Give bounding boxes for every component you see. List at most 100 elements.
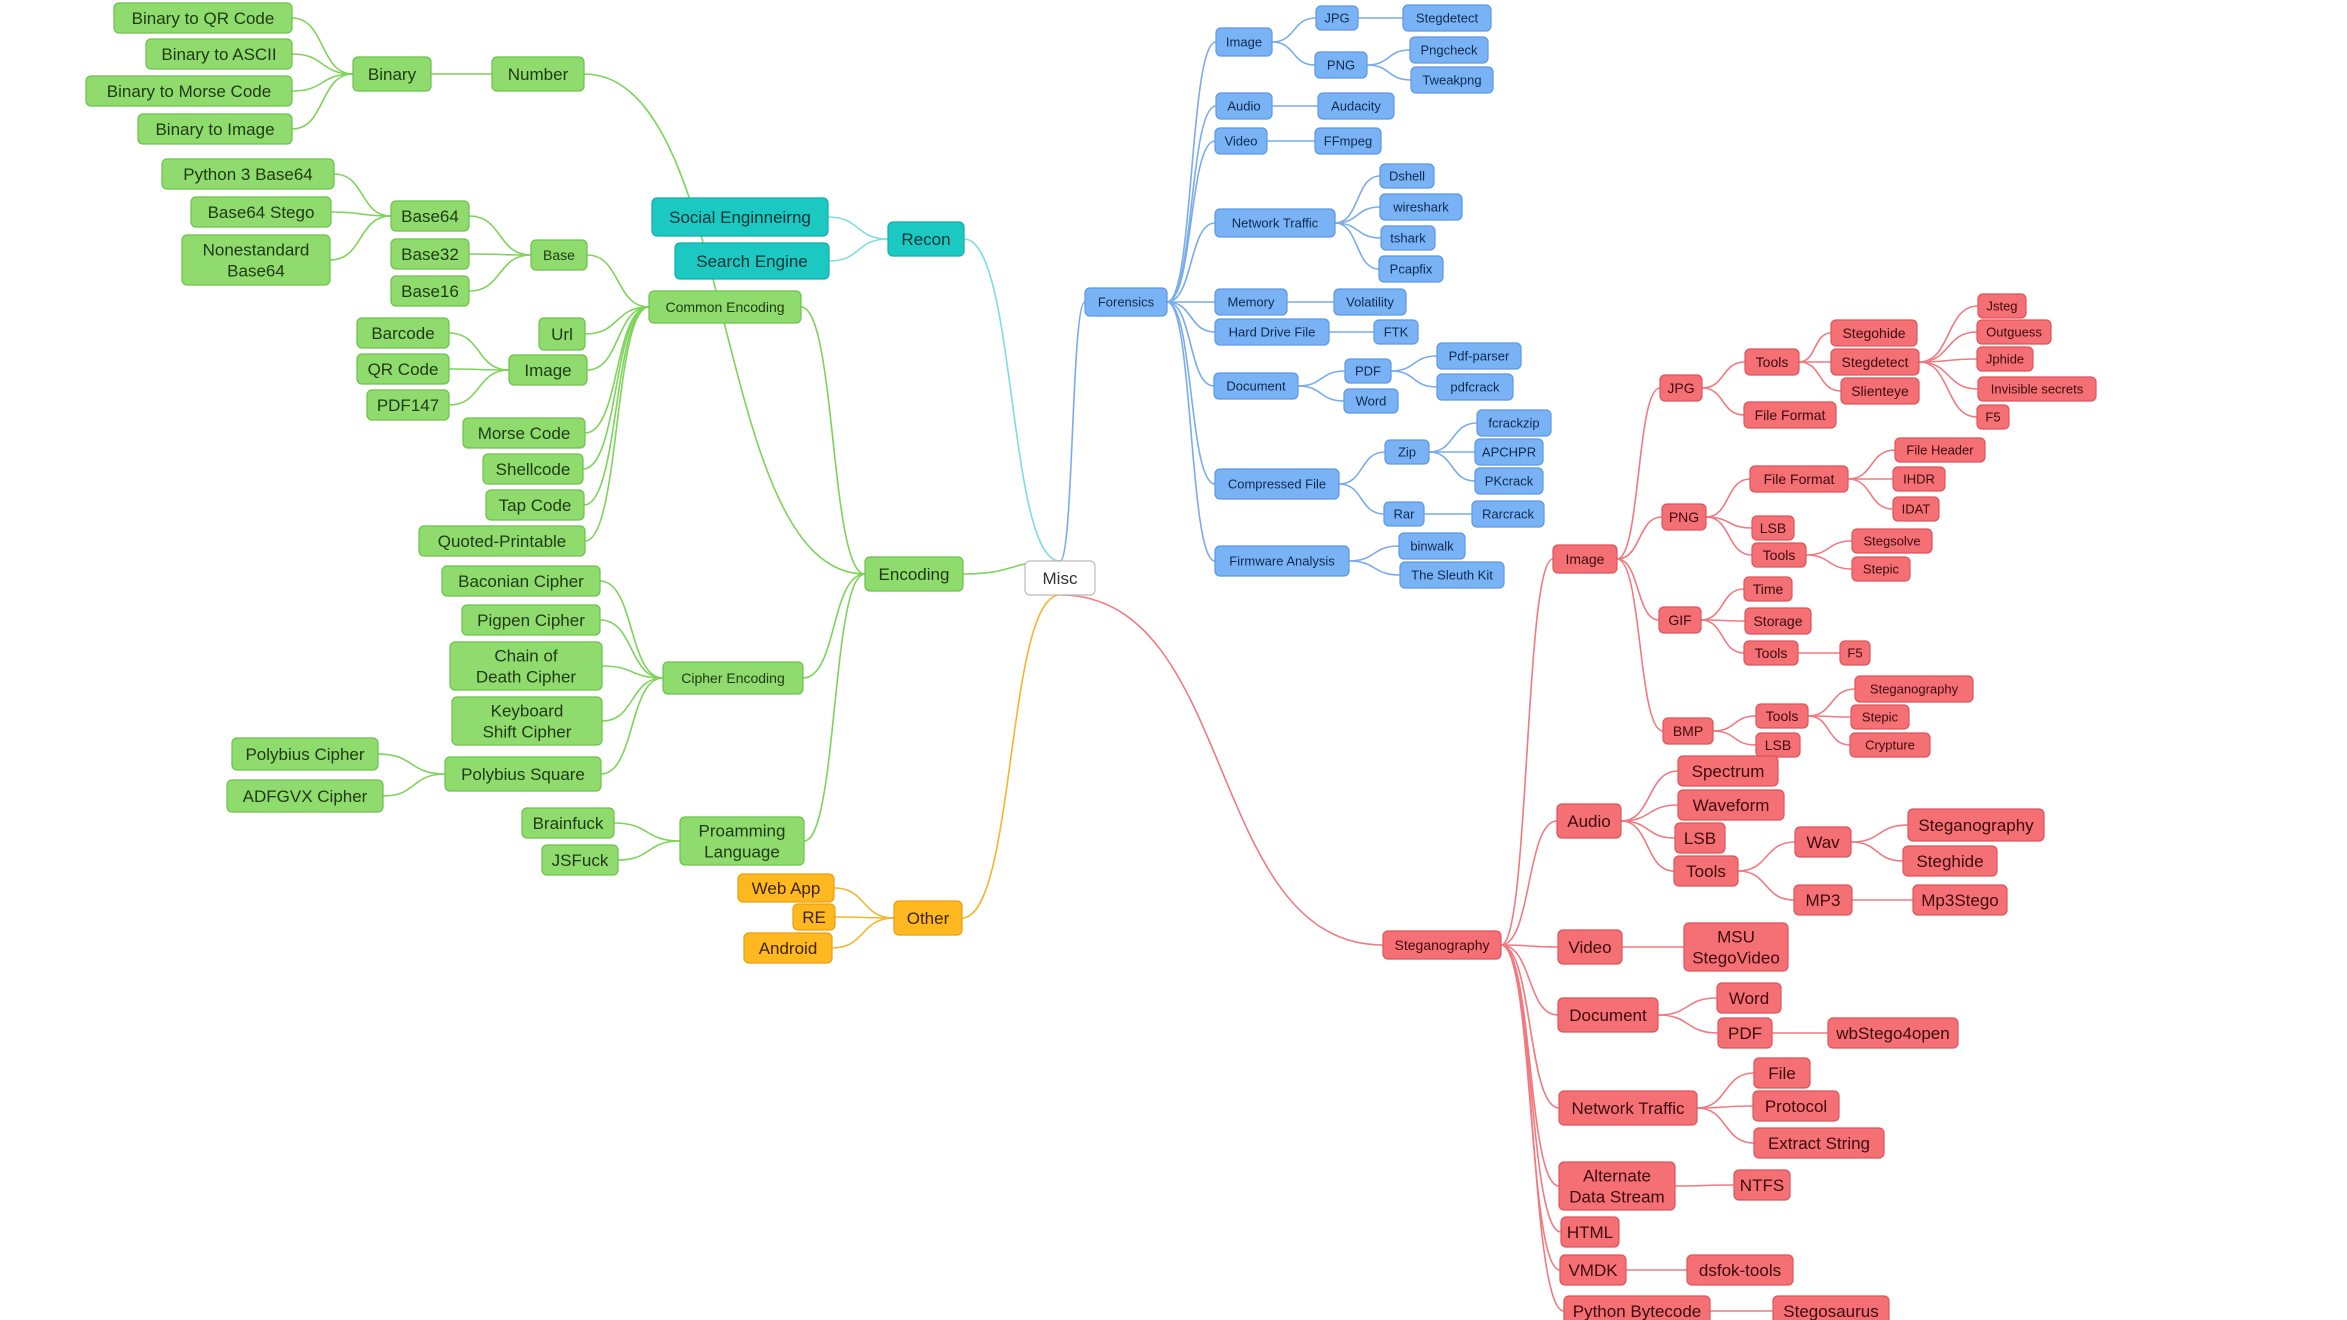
node-pdfparser[interactable]: Pdf-parser <box>1436 342 1522 370</box>
node-blsb[interactable]: LSB <box>1755 732 1801 758</box>
node-idat[interactable]: IDAT <box>1892 496 1940 522</box>
node-ntfs[interactable]: NTFS <box>1733 1169 1791 1201</box>
node-fnet[interactable]: Network Traffic <box>1214 208 1336 238</box>
node-btools[interactable]: Tools <box>1755 703 1809 729</box>
node-mp3stego[interactable]: Mp3Stego <box>1912 884 2008 916</box>
node-dsfok[interactable]: dsfok-tools <box>1686 1254 1794 1286</box>
node-rarcrack[interactable]: Rarcrack <box>1471 500 1545 528</box>
node-b2morse[interactable]: Binary to Morse Code <box>85 75 293 107</box>
node-qp[interactable]: Quoted-Printable <box>418 525 586 557</box>
node-steganography2[interactable]: Steganography <box>1854 675 1974 703</box>
node-stegdetect2[interactable]: Stegdetect <box>1830 348 1920 376</box>
node-apchpr[interactable]: APCHPR <box>1474 438 1544 466</box>
node-spng[interactable]: PNG <box>1661 503 1707 531</box>
node-atools[interactable]: Tools <box>1673 855 1739 887</box>
node-jsfuck[interactable]: JSFuck <box>541 844 619 876</box>
node-jff[interactable]: File Format <box>1743 401 1837 429</box>
node-pff[interactable]: File Format <box>1749 465 1849 493</box>
node-webapp[interactable]: Web App <box>737 873 835 903</box>
node-misc[interactable]: Misc <box>1024 560 1096 596</box>
node-base64[interactable]: Base64 <box>390 200 470 232</box>
node-fdoc[interactable]: Document <box>1213 372 1299 400</box>
node-binwalk[interactable]: binwalk <box>1398 532 1466 560</box>
node-time[interactable]: Time <box>1743 576 1793 602</box>
node-recon[interactable]: Recon <box>887 221 965 257</box>
node-shellcode[interactable]: Shellcode <box>482 453 584 485</box>
node-ihdr[interactable]: IHDR <box>1892 466 1946 492</box>
node-sleuth[interactable]: The Sleuth Kit <box>1399 561 1505 589</box>
node-social[interactable]: Social Enginneirng <box>651 197 829 237</box>
node-faudio[interactable]: Audio <box>1215 92 1273 120</box>
node-steg[interactable]: Steganography <box>1382 930 1502 960</box>
node-brainfuck[interactable]: Brainfuck <box>521 807 615 839</box>
node-gimage[interactable]: Image <box>508 354 588 386</box>
node-mp3[interactable]: MP3 <box>1793 884 1853 916</box>
node-dshell[interactable]: Dshell <box>1379 163 1435 189</box>
node-volatility[interactable]: Volatility <box>1333 288 1407 316</box>
node-py3b64[interactable]: Python 3 Base64 <box>161 158 335 190</box>
node-vmdk[interactable]: VMDK <box>1559 1254 1627 1286</box>
node-spectrum[interactable]: Spectrum <box>1677 755 1779 787</box>
node-encoding[interactable]: Encoding <box>864 556 964 592</box>
node-fword[interactable]: Word <box>1343 388 1399 414</box>
node-fpdf[interactable]: PDF <box>1344 358 1392 384</box>
node-sbmp[interactable]: BMP <box>1662 717 1714 745</box>
node-outguess[interactable]: Outguess <box>1976 319 2052 345</box>
node-plsb[interactable]: LSB <box>1751 515 1795 541</box>
node-sword[interactable]: Word <box>1716 982 1782 1014</box>
node-alsb[interactable]: LSB <box>1674 822 1726 854</box>
node-invisible[interactable]: Invisible secrets <box>1977 376 2097 402</box>
node-fvideo[interactable]: Video <box>1214 127 1268 155</box>
node-b2qr[interactable]: Binary to QR Code <box>113 2 293 34</box>
node-stegsolve[interactable]: Stegsolve <box>1851 528 1933 554</box>
node-b64stego[interactable]: Base64 Stego <box>190 196 332 228</box>
node-f5a[interactable]: F5 <box>1976 404 2010 430</box>
node-android[interactable]: Android <box>743 932 833 964</box>
node-stegosaurus[interactable]: Stegosaurus <box>1772 1295 1890 1320</box>
node-morse[interactable]: Morse Code <box>462 417 586 449</box>
node-memory[interactable]: Memory <box>1214 288 1288 316</box>
node-polycipher[interactable]: Polybius Cipher <box>231 737 379 771</box>
node-sdoc[interactable]: Document <box>1557 997 1659 1033</box>
node-steghide[interactable]: Steghide <box>1902 845 1998 877</box>
node-binary[interactable]: Binary <box>352 56 432 92</box>
node-jphide[interactable]: Jphide <box>1976 346 2034 372</box>
node-firmware[interactable]: Firmware Analysis <box>1214 545 1350 577</box>
node-fimage[interactable]: Image <box>1215 27 1273 57</box>
node-pybyte[interactable]: Python Bytecode <box>1563 1295 1711 1320</box>
node-other[interactable]: Other <box>893 900 963 936</box>
node-polysq[interactable]: Polybius Square <box>444 756 602 792</box>
node-storage[interactable]: Storage <box>1744 607 1812 635</box>
node-hdd[interactable]: Hard Drive File <box>1214 318 1330 346</box>
node-sfile[interactable]: File <box>1753 1057 1811 1089</box>
node-stegohide[interactable]: Stegohide <box>1830 319 1918 347</box>
node-adfgvx[interactable]: ADFGVX Cipher <box>226 779 384 813</box>
node-sjpg[interactable]: JPG <box>1659 374 1703 402</box>
node-compressed[interactable]: Compressed File <box>1214 468 1340 500</box>
node-ffmpeg[interactable]: FFmpeg <box>1314 127 1382 155</box>
node-wbstego[interactable]: wbStego4open <box>1827 1017 1959 1049</box>
node-waveform[interactable]: Waveform <box>1677 789 1785 821</box>
node-sgif[interactable]: GIF <box>1658 606 1702 634</box>
node-html[interactable]: HTML <box>1560 1216 1620 1248</box>
node-pdf147[interactable]: PDF147 <box>366 389 450 421</box>
node-base16[interactable]: Base16 <box>390 275 470 307</box>
node-rar[interactable]: Rar <box>1383 501 1425 527</box>
node-simage[interactable]: Image <box>1552 544 1618 574</box>
node-url[interactable]: Url <box>538 317 586 351</box>
node-fileheader[interactable]: File Header <box>1894 437 1986 463</box>
node-protocol[interactable]: Protocol <box>1752 1090 1840 1122</box>
node-ptools[interactable]: Tools <box>1751 542 1807 568</box>
node-fjpg[interactable]: JPG <box>1315 5 1359 31</box>
node-baconian[interactable]: Baconian Cipher <box>441 565 601 597</box>
node-search[interactable]: Search Engine <box>674 242 830 280</box>
node-stegdetect1[interactable]: Stegdetect <box>1402 4 1492 32</box>
node-tapcode[interactable]: Tap Code <box>485 489 585 521</box>
node-tshark[interactable]: tshark <box>1380 225 1436 251</box>
node-stepic1[interactable]: Stepic <box>1851 556 1911 582</box>
